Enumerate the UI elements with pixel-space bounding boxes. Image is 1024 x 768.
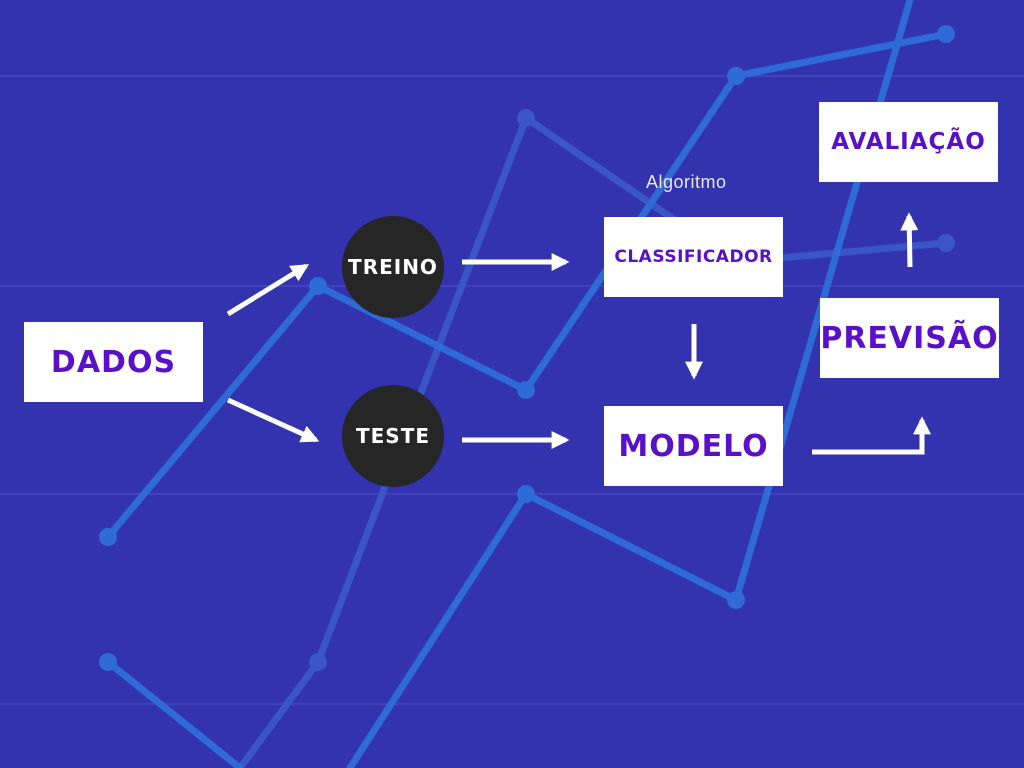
node-classificador-label: CLASSIFICADOR (614, 247, 773, 267)
node-avaliacao-label: AVALIAÇÃO (831, 129, 986, 155)
node-avaliacao: AVALIAÇÃO (819, 102, 998, 182)
node-modelo-label: MODELO (618, 428, 769, 464)
decorative-point (99, 528, 117, 546)
node-treino: TREINO (342, 216, 444, 318)
node-teste-label: TESTE (355, 424, 430, 448)
decorative-point (727, 67, 745, 85)
algoritmo-caption: Algoritmo (646, 172, 727, 192)
node-dados: DADOS (24, 322, 203, 402)
decorative-point (517, 109, 535, 127)
arrow-dados-to-treino (226, 263, 310, 317)
decorative-point (937, 25, 955, 43)
node-previsao-label: PREVISÃO (820, 320, 999, 356)
arrow-dados-to-teste (226, 397, 320, 443)
node-previsao: PREVISÃO (820, 298, 999, 378)
arrow-modelo-to-previsao (812, 416, 931, 455)
arrow-previsao-to-avaliacao (900, 212, 919, 268)
node-classificador: CLASSIFICADOR (604, 217, 783, 297)
node-modelo: MODELO (604, 406, 783, 486)
decorative-point (309, 277, 327, 295)
node-teste: TESTE (342, 385, 444, 487)
decorative-point (517, 485, 535, 503)
decorative-point (309, 653, 327, 671)
decorative-point (727, 591, 745, 609)
decorative-point (99, 653, 117, 671)
node-dados-label: DADOS (50, 344, 177, 380)
decorative-series-line (104, 658, 244, 768)
decorative-point (937, 234, 955, 252)
node-treino-label: TREINO (348, 255, 438, 279)
decorative-point (517, 381, 535, 399)
